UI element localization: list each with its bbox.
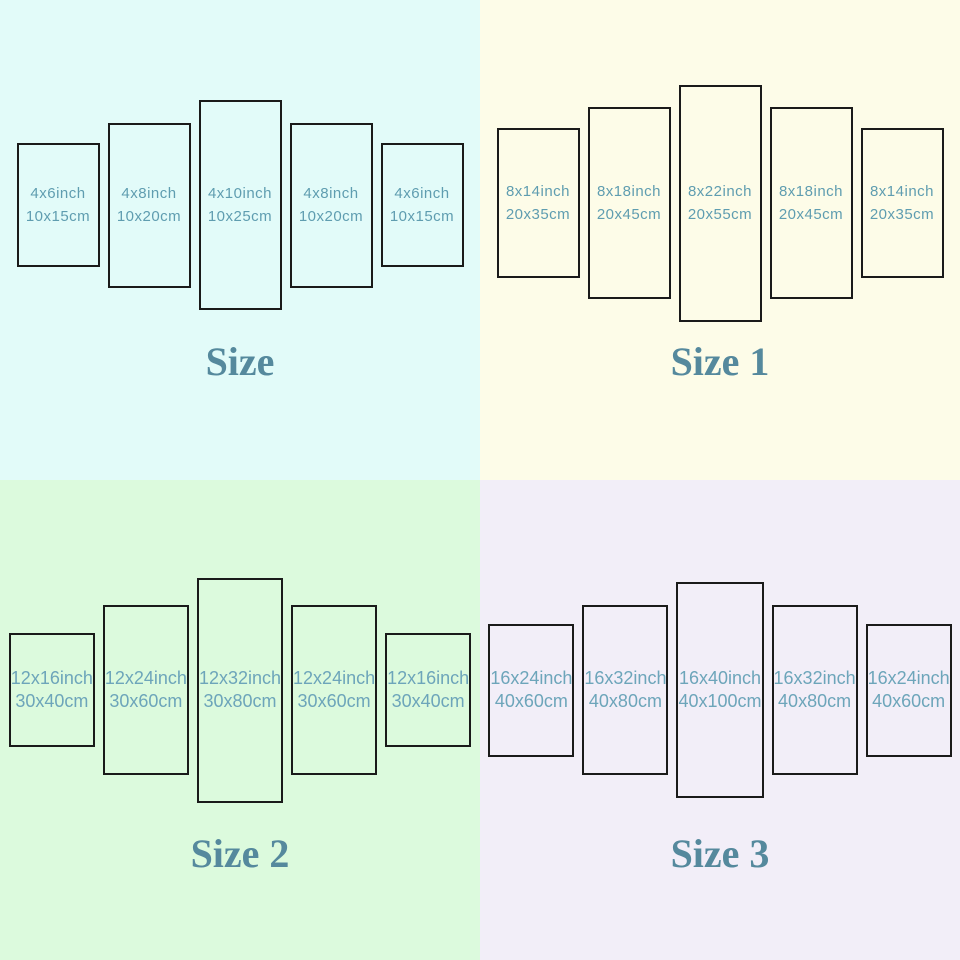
panel-cm-label: 30x60cm xyxy=(109,691,183,711)
panel-inch-label: 8x18inch xyxy=(596,183,662,200)
panel-group: 4x6inch 10x15cm 4x8inch 10x20cm 4x10inch… xyxy=(0,0,480,410)
canvas-panel: 8x14inch 20x35cm xyxy=(860,128,944,278)
size-group-title: Size xyxy=(205,339,275,384)
panel-cm-label: 30x60cm xyxy=(297,691,371,711)
panel-size-label: 12x16inch 30x40cm xyxy=(387,667,469,713)
panel-cm-label: 40x80cm xyxy=(588,691,662,711)
canvas-panel: 16x32inch 40x80cm xyxy=(771,605,858,775)
panel-size-label: 12x16inch 30x40cm xyxy=(11,667,93,713)
canvas-panel: 8x18inch 20x45cm xyxy=(769,107,853,299)
panel-size-label: 8x14inch 20x35cm xyxy=(870,180,934,226)
panel-cm-label: 20x55cm xyxy=(687,206,753,223)
panel-cm-label: 20x35cm xyxy=(869,206,935,223)
canvas-panel: 8x14inch 20x35cm xyxy=(496,128,580,278)
panel-cm-label: 40x80cm xyxy=(778,691,852,711)
panel-size-label: 4x8inch 10x20cm xyxy=(299,182,363,228)
quadrant-size-2: 12x16inch 30x40cm 12x24inch 30x60cm 12x3… xyxy=(0,480,480,960)
panel-inch-label: 4x6inch xyxy=(30,185,86,202)
panel-inch-label: 12x16inch xyxy=(387,668,470,688)
panel-inch-label: 4x6inch xyxy=(394,185,450,202)
panel-size-label: 16x24inch 40x60cm xyxy=(868,667,950,713)
panel-inch-label: 16x40inch xyxy=(678,668,762,688)
panel-size-label: 8x18inch 20x45cm xyxy=(779,180,843,226)
panel-inch-label: 16x24inch xyxy=(490,668,573,688)
panel-inch-label: 16x32inch xyxy=(584,668,667,688)
panel-inch-label: 8x14inch xyxy=(869,183,935,200)
panel-cm-label: 20x45cm xyxy=(596,206,662,223)
panel-size-label: 4x10inch 10x25cm xyxy=(208,182,272,228)
panel-cm-label: 40x60cm xyxy=(494,691,568,711)
panel-size-label: 12x24inch 30x60cm xyxy=(105,667,187,713)
panel-inch-label: 8x14inch xyxy=(505,183,571,200)
panel-size-label: 16x40inch 40x100cm xyxy=(678,667,761,713)
canvas-panel: 16x40inch 40x100cm xyxy=(676,582,764,798)
canvas-panel: 12x32inch 30x80cm xyxy=(196,577,284,803)
size-group-title: Size 2 xyxy=(190,831,290,876)
canvas-panel: 8x18inch 20x45cm xyxy=(587,107,671,299)
panel-cm-label: 40x60cm xyxy=(872,691,946,711)
panel-size-label: 4x6inch 10x15cm xyxy=(26,182,90,228)
panel-group: 8x14inch 20x35cm 8x18inch 20x45cm 8x22in… xyxy=(480,0,960,406)
panel-size-label: 12x32inch 30x80cm xyxy=(199,667,281,713)
canvas-panel: 16x32inch 40x80cm xyxy=(582,605,669,775)
panel-size-label: 16x24inch 40x60cm xyxy=(490,667,572,713)
panel-inch-label: 12x16inch xyxy=(10,668,93,688)
panel-cm-label: 10x20cm xyxy=(116,208,182,225)
canvas-panel: 4x6inch 10x15cm xyxy=(380,143,464,267)
panel-cm-label: 10x20cm xyxy=(298,208,364,225)
panel-inch-label: 12x24inch xyxy=(104,668,187,688)
panel-size-label: 12x24inch 30x60cm xyxy=(293,667,375,713)
quadrant-size: 4x6inch 10x15cm 4x8inch 10x20cm 4x10inch… xyxy=(0,0,480,480)
panel-cm-label: 10x25cm xyxy=(207,208,273,225)
panel-size-label: 4x8inch 10x20cm xyxy=(117,182,181,228)
panel-inch-label: 16x24inch xyxy=(867,668,950,688)
canvas-panel: 4x10inch 10x25cm xyxy=(198,100,282,310)
canvas-panel: 12x16inch 30x40cm xyxy=(385,633,472,747)
panel-inch-label: 4x8inch xyxy=(121,185,177,202)
quadrant-size-1: 8x14inch 20x35cm 8x18inch 20x45cm 8x22in… xyxy=(480,0,960,480)
canvas-panel: 12x16inch 30x40cm xyxy=(8,633,95,747)
panel-size-label: 8x14inch 20x35cm xyxy=(506,180,570,226)
panel-size-label: 4x6inch 10x15cm xyxy=(390,182,454,228)
canvas-panel: 8x22inch 20x55cm xyxy=(678,84,762,322)
panel-cm-label: 30x80cm xyxy=(203,691,277,711)
panel-inch-label: 4x8inch xyxy=(303,185,359,202)
size-group-title: Size 1 xyxy=(670,339,770,384)
canvas-panel: 16x24inch 40x60cm xyxy=(488,623,575,757)
panel-cm-label: 10x15cm xyxy=(25,208,91,225)
panel-size-label: 8x18inch 20x45cm xyxy=(597,180,661,226)
panel-inch-label: 4x10inch xyxy=(207,185,273,202)
panel-size-label: 16x32inch 40x80cm xyxy=(774,667,856,713)
panel-cm-label: 30x40cm xyxy=(391,691,465,711)
quadrant-size-3: 16x24inch 40x60cm 16x32inch 40x80cm 16x4… xyxy=(480,480,960,960)
panel-inch-label: 12x24inch xyxy=(293,668,376,688)
canvas-panel: 4x8inch 10x20cm xyxy=(289,122,373,288)
panel-size-label: 16x32inch 40x80cm xyxy=(584,667,666,713)
panel-group: 12x16inch 30x40cm 12x24inch 30x60cm 12x3… xyxy=(0,480,480,900)
canvas-panel: 16x24inch 40x60cm xyxy=(865,623,952,757)
panel-inch-label: 8x18inch xyxy=(778,183,844,200)
size-group-title: Size 3 xyxy=(670,831,770,876)
panel-cm-label: 30x40cm xyxy=(15,691,89,711)
canvas-panel: 12x24inch 30x60cm xyxy=(291,605,378,775)
panel-group: 16x24inch 40x60cm 16x32inch 40x80cm 16x4… xyxy=(480,480,960,900)
panel-inch-label: 12x32inch xyxy=(198,668,282,688)
canvas-panel: 12x24inch 30x60cm xyxy=(102,605,189,775)
canvas-panel: 4x8inch 10x20cm xyxy=(107,122,191,288)
panel-cm-label: 40x100cm xyxy=(678,691,762,711)
canvas-panel: 4x6inch 10x15cm xyxy=(16,143,100,267)
panel-inch-label: 8x22inch xyxy=(687,183,753,200)
panel-inch-label: 16x32inch xyxy=(773,668,856,688)
panel-cm-label: 10x15cm xyxy=(389,208,455,225)
panel-size-label: 8x22inch 20x55cm xyxy=(688,180,752,226)
panel-cm-label: 20x45cm xyxy=(778,206,844,223)
panel-cm-label: 20x35cm xyxy=(505,206,571,223)
